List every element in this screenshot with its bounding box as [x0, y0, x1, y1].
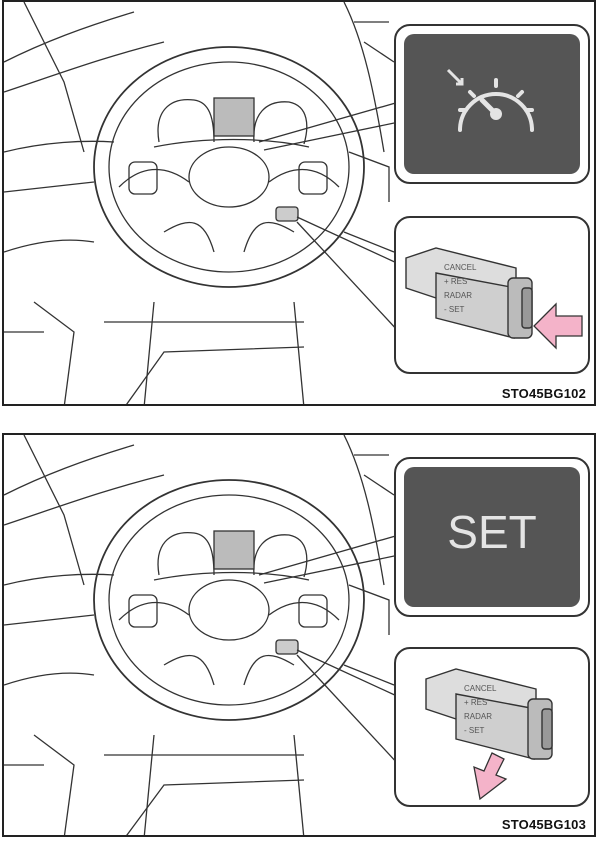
- svg-text:RADAR: RADAR: [464, 712, 492, 721]
- svg-text:- SET: - SET: [464, 726, 485, 735]
- lever-inset: CANCEL + RES RADAR - SET: [394, 647, 590, 807]
- figure-caption: STO45BG102: [501, 386, 586, 401]
- set-indicator-label: SET: [447, 506, 537, 558]
- push-arrow-icon: [533, 302, 583, 350]
- cruise-control-speedometer-icon: [446, 68, 534, 132]
- svg-text:RADAR: RADAR: [444, 291, 472, 300]
- cruise-lever-illustration: CANCEL + RES RADAR - SET: [425, 668, 553, 801]
- dashboard-illustration: [4, 2, 400, 404]
- indicator-inset: [394, 24, 590, 184]
- push-down-arrow-icon: [473, 752, 508, 801]
- indicator-screen: SET: [404, 467, 580, 607]
- figure-panel-1: CANCEL + RES RADAR - SET STO45BG102: [2, 0, 596, 406]
- figure-panel-2: SET CANCEL + RES RADAR - SET STO45BG103: [2, 433, 596, 837]
- svg-text:+ RES: + RES: [444, 277, 467, 286]
- indicator-inset: SET: [394, 457, 590, 617]
- dashboard-illustration: [4, 435, 400, 835]
- indicator-screen: [404, 34, 580, 174]
- lever-inset: CANCEL + RES RADAR - SET: [394, 216, 590, 374]
- cruise-lever-illustration: CANCEL + RES RADAR - SET: [405, 247, 583, 350]
- svg-text:CANCEL: CANCEL: [444, 263, 477, 272]
- figure-caption: STO45BG103: [501, 817, 586, 832]
- svg-text:CANCEL: CANCEL: [464, 684, 497, 693]
- svg-text:- SET: - SET: [444, 305, 465, 314]
- svg-text:+ RES: + RES: [464, 698, 487, 707]
